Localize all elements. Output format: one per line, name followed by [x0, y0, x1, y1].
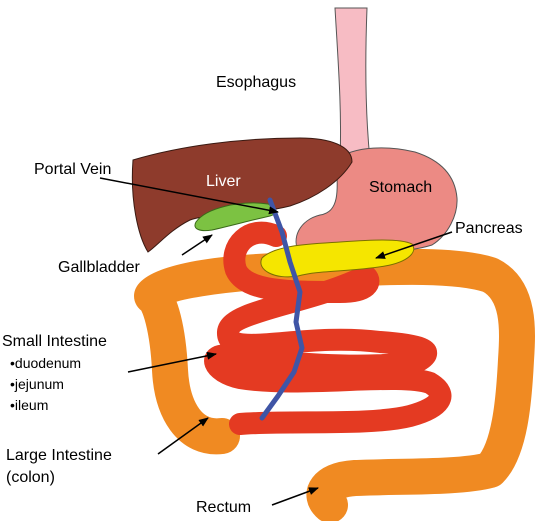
- label-jejunum: •jejunum: [10, 376, 64, 392]
- label-ileum: •ileum: [10, 397, 48, 413]
- label-colon: (colon): [6, 469, 55, 486]
- label-large-intestine: Large Intestine: [6, 447, 112, 464]
- label-small-intestine: Small Intestine: [2, 333, 107, 350]
- label-duodenum: •duodenum: [10, 355, 81, 371]
- label-stomach: Stomach: [369, 179, 432, 196]
- label-gallbladder: Gallbladder: [58, 259, 141, 276]
- label-rectum: Rectum: [196, 499, 251, 516]
- label-portal-vein: Portal Vein: [34, 161, 111, 178]
- label-pancreas: Pancreas: [455, 220, 523, 237]
- arrow-gallbladder: [182, 235, 212, 255]
- label-liver: Liver: [206, 173, 241, 190]
- label-esophagus: Esophagus: [216, 74, 296, 91]
- esophagus-shape: [335, 8, 370, 162]
